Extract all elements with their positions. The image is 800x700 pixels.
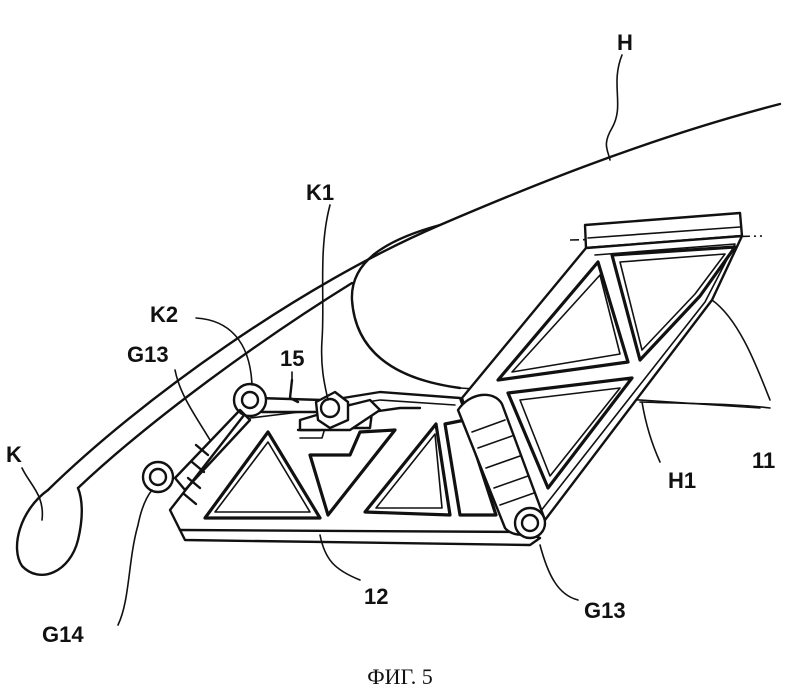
label-11: 11	[752, 448, 775, 473]
upper-lever-window-1-inner	[619, 253, 726, 351]
edge-tip-bulb	[15, 486, 83, 577]
joint-k2-inner	[240, 390, 260, 410]
leader-11-b	[639, 401, 771, 409]
lower-lever-window-3	[363, 422, 452, 517]
inner-panel-bulge	[350, 223, 462, 390]
hinge-barrel-knuckle-lines	[471, 419, 535, 506]
label-12: 12	[364, 584, 388, 609]
leader-g13-top	[174, 369, 211, 441]
lower-lever-window-1-inner	[214, 441, 311, 513]
label-g13-bottom: G13	[584, 598, 626, 623]
upper-lever-window-2	[496, 260, 630, 382]
leader-12	[319, 534, 361, 581]
label-h1: H1	[668, 468, 696, 493]
leader-k2	[195, 317, 253, 386]
leader-g14	[117, 489, 153, 626]
upper-mount-plate-edge	[587, 226, 741, 239]
lower-lever-window-4	[443, 418, 498, 517]
leader-g13-bottom	[539, 544, 579, 601]
upper-lever-window-3-inner	[519, 387, 621, 477]
front-edge-outline	[76, 281, 354, 490]
leader-h1	[641, 401, 661, 463]
joint-g13-bottom-inner	[520, 513, 540, 533]
link-arm	[256, 396, 326, 414]
element-15-stem	[288, 378, 300, 404]
label-g13-top: G13	[127, 342, 169, 367]
leader-11-a	[711, 299, 771, 401]
joint-g14-outer	[141, 460, 175, 494]
joint-g14-inner	[148, 467, 168, 487]
joint-g13-bottom-outer	[513, 506, 547, 540]
label-15: 15	[280, 346, 304, 371]
upper-lever-window-3	[506, 376, 634, 490]
upper-lever-rim	[539, 243, 736, 513]
leader-k1	[320, 204, 331, 401]
g13-top-hinge-plate	[173, 408, 252, 492]
lower-lever-window-3-inner	[375, 433, 443, 509]
label-h: H	[617, 30, 633, 55]
label-g14: G14	[42, 622, 84, 647]
lower-lever-bottom-rim	[178, 528, 532, 534]
leader-k	[21, 467, 44, 521]
upper-lever-window-2-inner	[511, 274, 621, 373]
lower-lever-window-1	[203, 430, 322, 520]
joint-k2-outer	[232, 382, 268, 418]
figure-caption: ФИГ. 5	[367, 664, 433, 689]
upper-lever-window-1	[610, 245, 737, 362]
lower-lever-window-2	[308, 428, 397, 517]
label-k2: K2	[150, 302, 178, 327]
label-k: K	[6, 442, 22, 467]
leader-h	[605, 54, 623, 161]
joint-k1-ball	[319, 397, 341, 419]
label-k1: K1	[306, 180, 334, 205]
